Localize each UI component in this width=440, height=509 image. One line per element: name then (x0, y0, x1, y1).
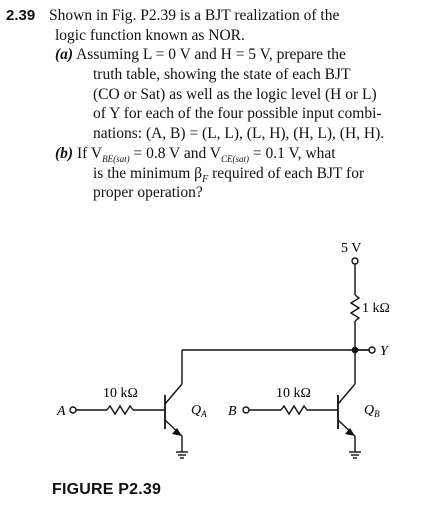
circuit-diagram: 5 V 1 kΩ Y A 10 kΩ B 10 kΩ QA QB (56, 241, 390, 459)
part-b-line-3: proper operation? (93, 184, 203, 202)
input-a-terminal (69, 406, 77, 414)
qb-emitter-arrow (345, 428, 355, 436)
input-a-label: A (56, 404, 66, 419)
figure-caption: FIGURE P2.39 (52, 481, 162, 498)
part-a-line-1: (a) Assuming L = 0 V and H = 5 V, prepar… (55, 46, 346, 64)
resistor-b-label: 10 kΩ (276, 386, 311, 401)
part-b-label: (b) (55, 144, 74, 162)
part-a-line-5: nations: (A, B) = (L, L), (L, H), (H, L)… (93, 125, 385, 143)
output-junction-dot (351, 346, 359, 354)
part-b-line-1: (b) If VBE(sat) = 0.8 V and VCE(sat) = 0… (55, 144, 336, 164)
part-a-line-3: (CO or Sat) as well as the logic level (… (93, 85, 377, 103)
part-b-line-2: is the minimum βF required of each BJT f… (93, 164, 365, 185)
transistor-qb-label: QB (364, 403, 380, 419)
transistor-qa-label: QA (191, 403, 207, 419)
input-a-resistor (106, 404, 134, 416)
collector-resistor (349, 294, 361, 322)
supply-label: 5 V (341, 241, 361, 256)
part-a-line-2: truth table, showing the state of each B… (93, 66, 351, 84)
input-b-label: B (228, 404, 237, 419)
input-b-resistor (280, 404, 308, 416)
output-label: Y (380, 344, 390, 359)
problem-number: 2.39 (6, 7, 36, 24)
collector-resistor-label: 1 kΩ (362, 301, 390, 316)
problem-line-2: logic function known as NOR. (55, 26, 245, 44)
part-a-label: (a) (55, 46, 74, 64)
supply-terminal (351, 257, 359, 265)
part-a-line-4: of Y for each of the four possible input… (93, 105, 382, 123)
resistor-a-label: 10 kΩ (103, 386, 138, 401)
input-b-terminal (242, 406, 250, 414)
nor-circuit-figure: 5 V 1 kΩ Y A 10 kΩ B 10 kΩ QA QB (0, 232, 440, 487)
qa-emitter-arrow (172, 428, 182, 436)
output-terminal (368, 346, 376, 354)
